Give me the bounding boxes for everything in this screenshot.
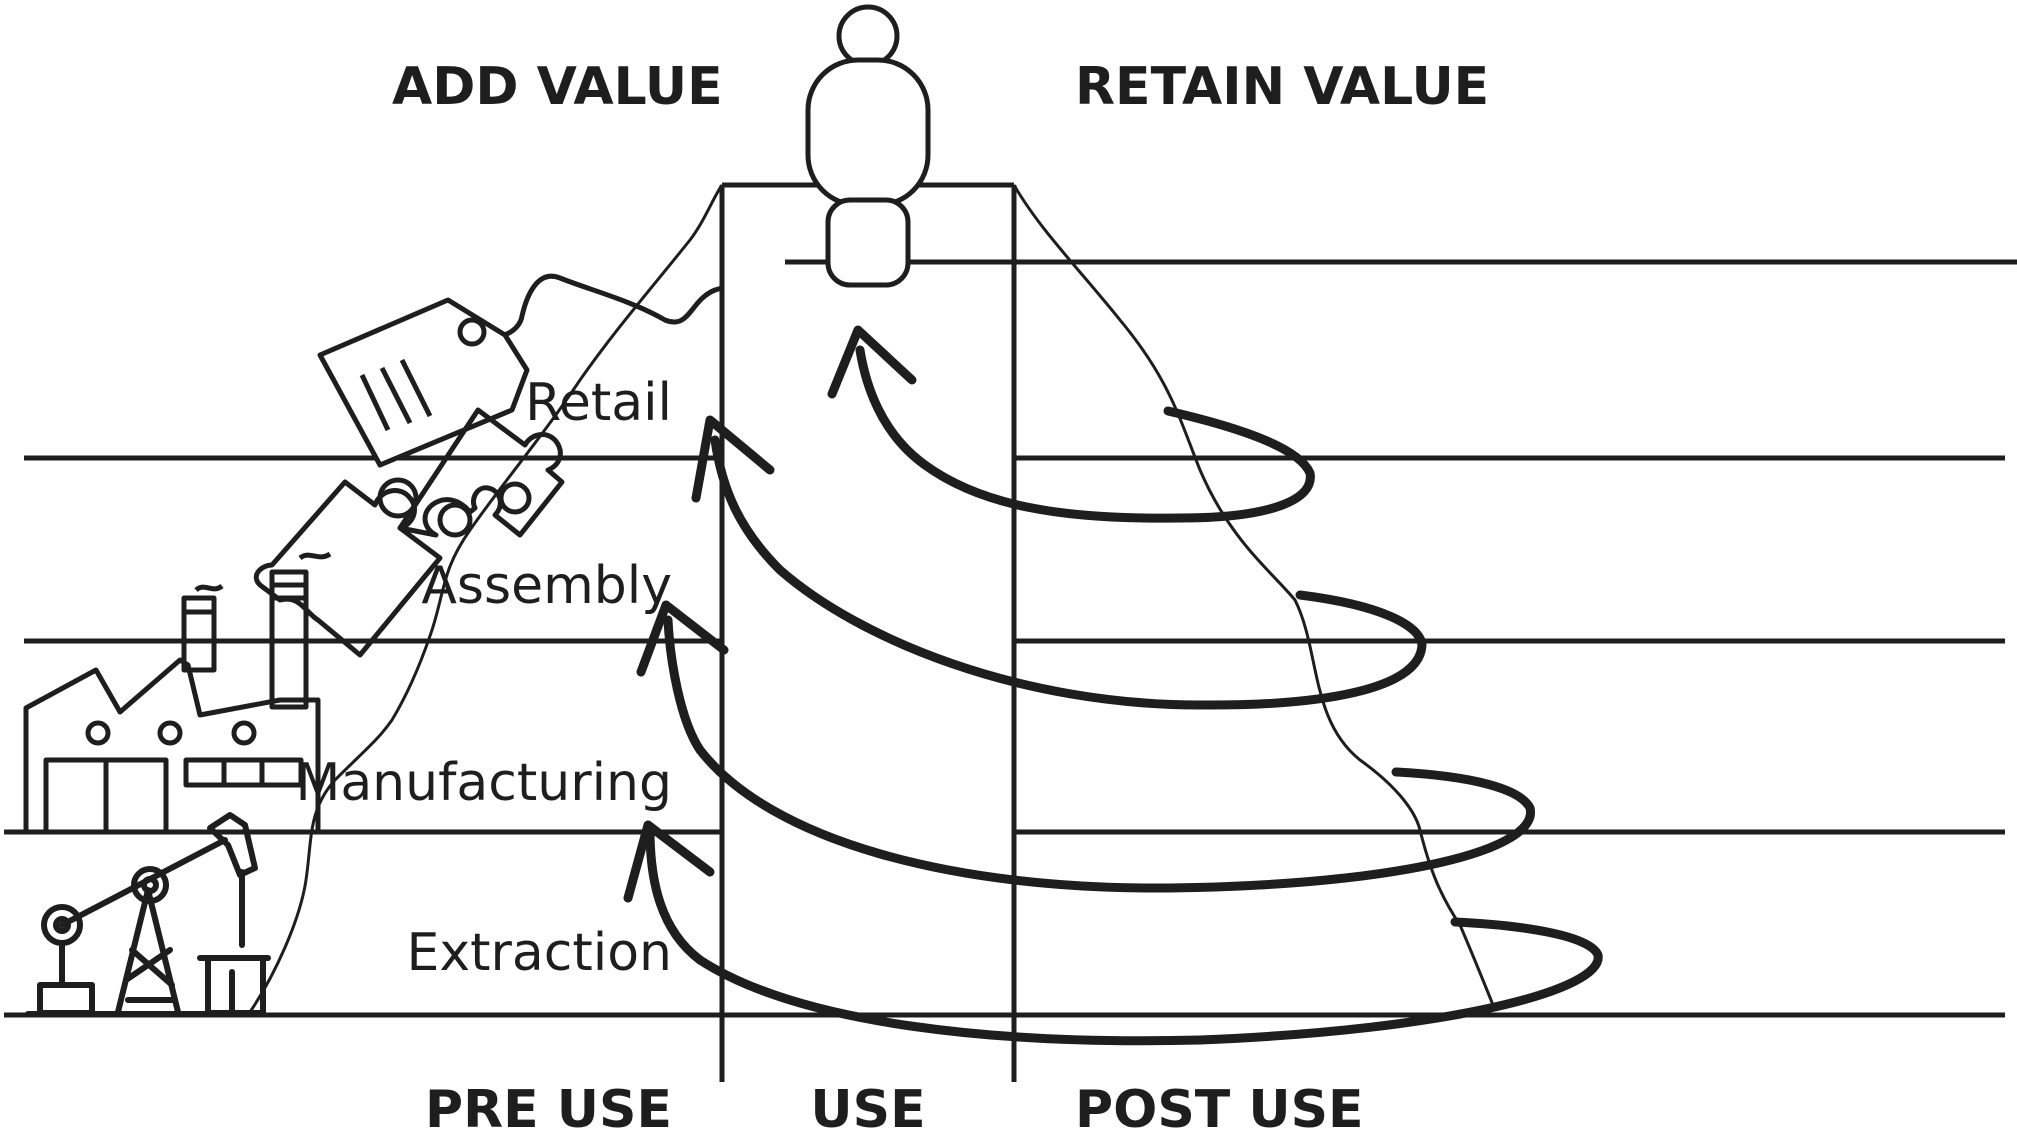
puzzle-knob-1: [377, 477, 419, 519]
tag-hole: [457, 317, 487, 347]
arrowhead-retail: [691, 415, 775, 503]
spiral-to-manufacturing: [645, 825, 1603, 1046]
horse-head: [207, 812, 258, 878]
person-legs: [825, 197, 911, 288]
arrowhead-assembly: [636, 600, 729, 677]
spiral-to-assembly: [663, 615, 1535, 893]
tag-stripe-2: [379, 366, 413, 425]
retention-spirals: [623, 325, 1603, 1046]
stage-label-assembly: Assembly: [421, 556, 672, 616]
phase-label-pre-use: PRE USE: [425, 1080, 672, 1136]
value-curve-left: [248, 184, 724, 1013]
tag-stripe-1: [359, 373, 391, 432]
tag-string: [469, 273, 723, 340]
arrowhead-use: [827, 325, 917, 399]
puzzle-piece-upper: [397, 407, 565, 538]
value-curve-right: [1012, 184, 1497, 1011]
tag-stripe-3: [399, 358, 433, 418]
stage-label-retail: Retail: [525, 373, 672, 433]
factory-window-1: [85, 720, 111, 746]
heading-add-value: ADD VALUE: [392, 57, 723, 117]
pump-pivot-inner: [141, 876, 159, 894]
oil-pump-icon: [25, 812, 271, 1017]
pump-tower-cross: [123, 947, 178, 1003]
pump-base-left: [37, 982, 95, 1016]
spiral-to-use: [855, 345, 1315, 523]
phase-label-use: USE: [810, 1080, 925, 1136]
spiral-to-retail: [710, 435, 1427, 710]
value-curve: [248, 184, 1497, 1013]
chimney-right: [269, 569, 309, 710]
puzzle-pieces-icon: [253, 407, 565, 658]
factory-body: [23, 657, 321, 835]
heading-retain-value: RETAIN VALUE: [1075, 57, 1489, 117]
price-tag-icon: [317, 273, 723, 468]
puzzle-knob-3: [498, 481, 532, 515]
factory-icon: [23, 551, 332, 835]
tag-body: [317, 297, 530, 468]
arrowhead-manufacturing: [623, 820, 715, 903]
pump-pivot: [131, 866, 169, 904]
person-icon: [805, 4, 931, 288]
puzzle-piece-lower: [253, 479, 443, 658]
smoke-right: [298, 551, 332, 561]
stage-label-extraction: Extraction: [407, 923, 672, 983]
smoke-left: [194, 583, 224, 593]
pump-crank-inner: [53, 916, 71, 934]
factory-window-3: [231, 720, 257, 746]
phase-label-post-use: POST USE: [1075, 1080, 1364, 1136]
person-torso: [805, 57, 931, 208]
person-head: [836, 4, 900, 68]
chimney-left: [181, 595, 217, 673]
stage-label-manufacturing: Manufacturing: [295, 753, 672, 813]
puzzle-knob-2: [437, 502, 473, 538]
factory-window-strip: [183, 757, 304, 788]
factory-window-2: [157, 720, 183, 746]
phase-dividers: [719, 182, 1017, 1082]
